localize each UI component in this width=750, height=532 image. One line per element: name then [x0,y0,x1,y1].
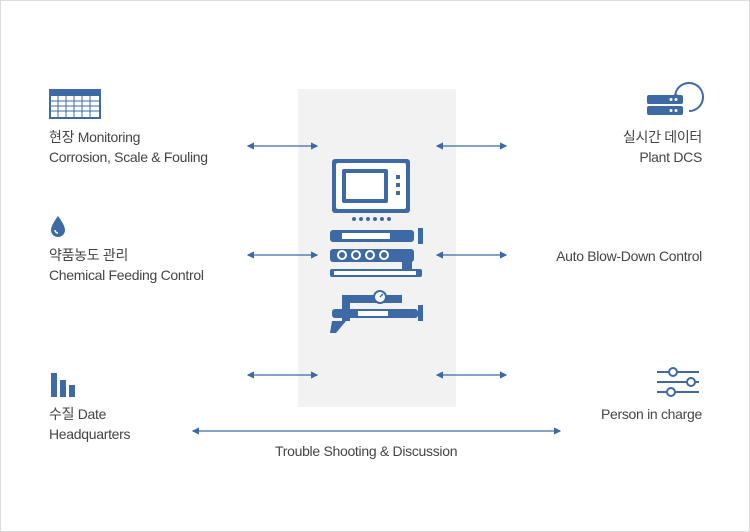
bar-chart-icon [51,373,75,397]
grid-table-icon [49,89,101,119]
server-sync-icon [647,82,704,115]
left-label-1-line2: Corrosion, Scale & Fouling [49,149,208,165]
center-panel [298,89,456,407]
left-label-3: 수질 Date Headquarters [49,404,131,444]
control-equipment-icon [330,159,423,333]
bottom-label: Trouble Shooting & Discussion [275,443,458,459]
right-label-1: 실시간 데이터 Plant DCS [623,127,702,167]
right-label-3: Person in charge [601,404,702,424]
left-label-1-line1: 현장 Monitoring [49,129,141,145]
left-label-3-line1: 수질 Date [49,406,107,422]
left-label-2: 약품농도 관리 Chemical Feeding Control [49,245,204,285]
right-label-1-line1: 실시간 데이터 [622,129,702,145]
sliders-icon [657,367,699,397]
right-label-2: Auto Blow-Down Control [556,246,702,266]
right-label-1-line2: Plant DCS [639,149,702,165]
left-label-2-line1: 약품농도 관리 [49,247,129,263]
water-drop-icon [51,216,65,237]
left-label-3-line2: Headquarters [49,426,131,442]
left-label-1: 현장 Monitoring Corrosion, Scale & Fouling [49,127,208,167]
right-label-2-line1: Auto Blow-Down Control [556,248,702,264]
right-label-3-line1: Person in charge [600,406,702,422]
left-label-2-line2: Chemical Feeding Control [49,267,204,283]
